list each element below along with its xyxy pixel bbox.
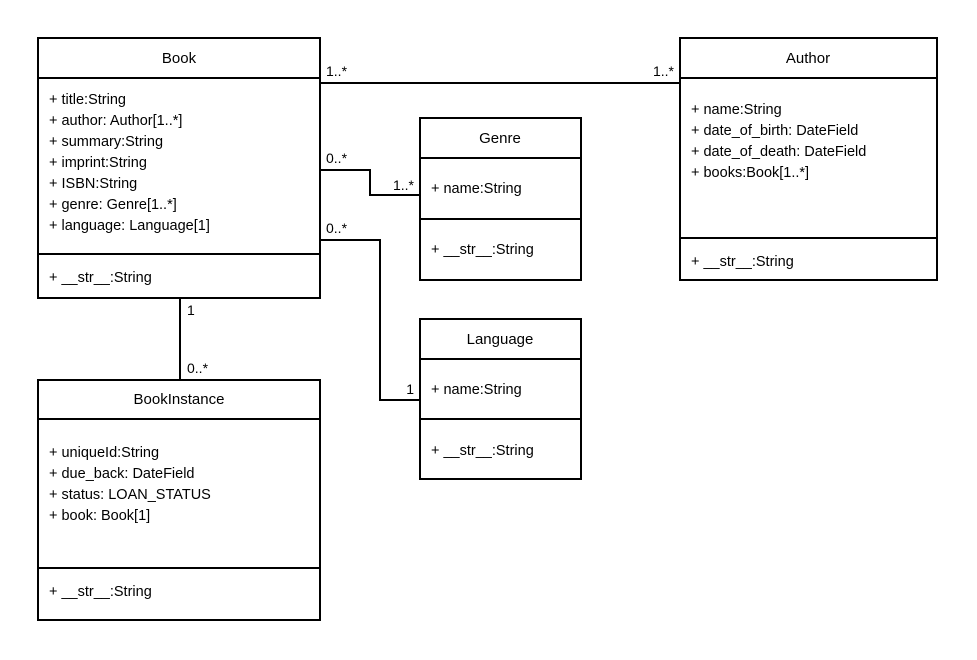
- class-book-attribute: + author: Author[1..*]: [49, 113, 182, 129]
- class-bookinstance-title: BookInstance: [134, 391, 225, 408]
- multiplicity-book-author-near-book: 1..*: [326, 63, 348, 79]
- multiplicity-book-language-near-language: 1: [406, 381, 414, 397]
- multiplicity-book-author-near-author: 1..*: [653, 63, 675, 79]
- class-author-attribute: + name:String: [691, 102, 782, 118]
- class-author-attribute: + date_of_death: DateField: [691, 144, 866, 160]
- class-genre-outline: [419, 117, 582, 281]
- class-book-attribute: + ISBN:String: [49, 176, 137, 192]
- class-author-attribute: + books:Book[1..*]: [691, 165, 809, 181]
- class-bookinstance-attribute: + status: LOAN_STATUS: [49, 487, 211, 503]
- class-box-book[interactable]: Book + title:String + author: Author[1..…: [37, 37, 321, 299]
- class-genre-attribute: + name:String: [431, 181, 522, 197]
- class-book-attribute: + language: Language[1]: [49, 218, 210, 234]
- class-box-bookinstance[interactable]: BookInstance + uniqueId:String + due_bac…: [37, 379, 321, 621]
- class-book-attribute: + imprint:String: [49, 155, 147, 171]
- multiplicity-book-bookinstance-near-book: 1: [187, 302, 195, 318]
- class-box-author[interactable]: Author + name:String + date_of_birth: Da…: [679, 37, 938, 281]
- class-bookinstance-attribute: + uniqueId:String: [49, 445, 159, 461]
- class-language-attribute: + name:String: [431, 382, 522, 398]
- class-bookinstance-method: + __str__:String: [49, 584, 152, 600]
- class-box-language[interactable]: Language + name:String + __str__:String: [419, 318, 582, 480]
- association-book-genre: [320, 169, 420, 196]
- class-author-attribute: + date_of_birth: DateField: [691, 123, 858, 139]
- class-language-outline: [419, 318, 582, 480]
- class-genre-method: + __str__:String: [431, 242, 534, 258]
- class-author-method: + __str__:String: [691, 254, 794, 270]
- class-book-attribute: + title:String: [49, 92, 126, 108]
- multiplicity-book-bookinstance-near-bookinstance: 0..*: [187, 360, 209, 376]
- multiplicity-book-language-near-book: 0..*: [326, 220, 348, 236]
- class-author-title: Author: [786, 50, 830, 67]
- class-bookinstance-attribute: + due_back: DateField: [49, 466, 195, 482]
- class-box-genre[interactable]: Genre + name:String + __str__:String: [419, 117, 582, 281]
- class-book-method: + __str__:String: [49, 270, 152, 286]
- multiplicity-book-genre-near-book: 0..*: [326, 150, 348, 166]
- class-bookinstance-attribute: + book: Book[1]: [49, 508, 150, 524]
- multiplicity-book-genre-near-genre: 1..*: [393, 177, 415, 193]
- association-book-language: [320, 239, 420, 401]
- class-book-title: Book: [162, 50, 197, 67]
- class-book-attribute: + summary:String: [49, 134, 163, 150]
- class-book-attribute: + genre: Genre[1..*]: [49, 197, 177, 213]
- class-language-method: + __str__:String: [431, 443, 534, 459]
- class-genre-title: Genre: [479, 130, 521, 147]
- class-language-title: Language: [467, 331, 534, 348]
